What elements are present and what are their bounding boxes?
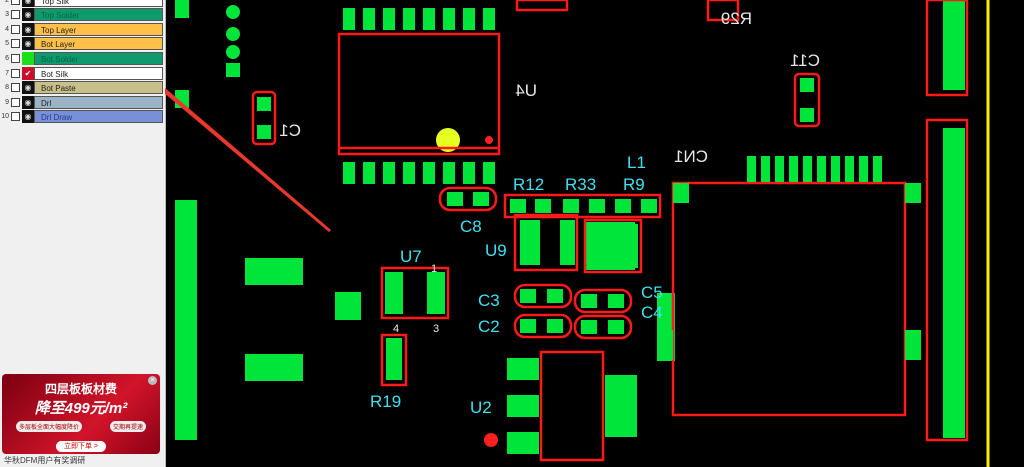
ad-price: 降至499元/m² — [34, 400, 128, 417]
label-c11: C11 — [790, 51, 820, 70]
layer-number: 5 — [5, 40, 9, 48]
layer-number: 7 — [5, 69, 9, 77]
layer-row[interactable]: 9 ◉Drl — [0, 95, 163, 109]
label-c3: C3 — [478, 291, 500, 310]
layer-number: 3 — [5, 11, 9, 19]
svg-text:3: 3 — [433, 323, 439, 335]
color-swatch[interactable] — [22, 51, 34, 65]
layer-name: Top Layer — [34, 22, 163, 36]
layer-number: 10 — [1, 113, 9, 121]
label-u7: U7 — [400, 247, 422, 266]
label-c1: C1 — [279, 121, 301, 140]
label-cn1: CN1 — [674, 147, 708, 166]
layer-name: Drl Draw — [34, 110, 163, 124]
layer-checkbox[interactable] — [11, 39, 20, 49]
layer-number: 4 — [5, 25, 9, 33]
eye-icon[interactable]: ◉ — [22, 37, 34, 51]
eye-icon[interactable]: ◉ — [22, 81, 34, 95]
eye-icon[interactable]: ◉ — [22, 110, 34, 124]
label-r33: R33 — [565, 175, 596, 194]
label-u9: U9 — [485, 241, 507, 260]
layer-row[interactable]: 3 ◉Top Solder — [0, 8, 163, 22]
check-icon[interactable]: ✔ — [22, 66, 34, 80]
label-r12: R12 — [513, 175, 544, 194]
layer-number: 6 — [5, 54, 9, 62]
small-pads — [385, 183, 921, 380]
label-c4: C4 — [641, 303, 663, 322]
layer-name: Top Silk — [34, 0, 163, 7]
label-c5: C5 — [641, 283, 663, 302]
layer-checkbox[interactable] — [11, 112, 20, 122]
layer-name: Top Solder — [34, 8, 163, 22]
pads — [175, 0, 965, 454]
label-l1: L1 — [627, 153, 646, 172]
layer-row[interactable]: 7 ✔Bot Silk — [0, 66, 163, 80]
eye-icon[interactable]: ◉ — [22, 0, 34, 7]
layer-name: Drl — [34, 95, 163, 109]
label-u2: U2 — [470, 398, 492, 417]
ad-cta-button[interactable]: 立即下单 > — [55, 441, 107, 452]
layer-row[interactable]: 2 ◉Top Silk — [0, 0, 163, 7]
label-r19: R19 — [370, 392, 401, 411]
layer-number: 8 — [5, 84, 9, 92]
close-icon[interactable]: × — [148, 376, 157, 385]
component-outlines — [251, 0, 969, 462]
eye-icon[interactable]: ◉ — [22, 8, 34, 22]
layer-checkbox[interactable] — [11, 10, 20, 20]
ad-caption[interactable]: 华秋DFM用户有奖调研 — [4, 456, 86, 465]
layer-checkbox[interactable] — [11, 97, 20, 107]
layer-row[interactable]: 8 ◉Bot Paste — [0, 81, 163, 95]
layer-row[interactable]: 10 ◉Drl Draw — [0, 110, 163, 124]
layer-name: Bot Silk — [34, 66, 163, 80]
label-r29: R29 — [721, 9, 752, 28]
svg-text:1: 1 — [431, 263, 437, 275]
layer-name: Bot Solder — [34, 51, 163, 65]
ad-banner[interactable]: 四层板板材费 降至499元/m² 多层板全面大幅度降价交期再提速 立即下单 > … — [2, 374, 160, 454]
layer-row[interactable]: 4 ◉Top Layer — [0, 22, 163, 36]
layer-row[interactable]: 6 Bot Solder — [0, 51, 163, 65]
ad-tag: 交期再提速 — [109, 421, 146, 432]
layer-checkbox[interactable] — [11, 83, 20, 93]
layer-checkbox[interactable] — [11, 53, 20, 63]
eye-icon[interactable]: ◉ — [22, 95, 34, 109]
layer-name: Bot Layer — [34, 37, 163, 51]
layer-number: 2 — [5, 0, 9, 4]
svg-text:4: 4 — [393, 323, 399, 335]
label-c2: C2 — [478, 317, 500, 336]
label-u4: U4 — [515, 81, 537, 100]
layer-number: 9 — [5, 98, 9, 106]
layer-checkbox[interactable] — [11, 68, 20, 78]
layer-row[interactable]: 5 ◉Bot Layer — [0, 37, 163, 51]
ad-title: 四层板板材费 — [44, 382, 117, 396]
pcb-canvas[interactable]: U4 C1 C11 R29 CN1 R12 R33 L1 R9 C8 U9 U7… — [165, 0, 1024, 467]
silkscreen-labels: U4 C1 C11 R29 CN1 R12 R33 L1 R9 C8 U9 U7… — [279, 9, 820, 417]
layer-name: Bot Paste — [34, 81, 163, 95]
layer-checkbox[interactable] — [11, 0, 20, 5]
annotation-arrow — [165, 87, 331, 232]
label-r9: R9 — [623, 175, 645, 194]
eye-icon[interactable]: ◉ — [22, 22, 34, 36]
label-c8: C8 — [460, 217, 482, 236]
ad-tag: 多层板全面大幅度降价 — [15, 421, 82, 432]
layer-checkbox[interactable] — [11, 24, 20, 34]
